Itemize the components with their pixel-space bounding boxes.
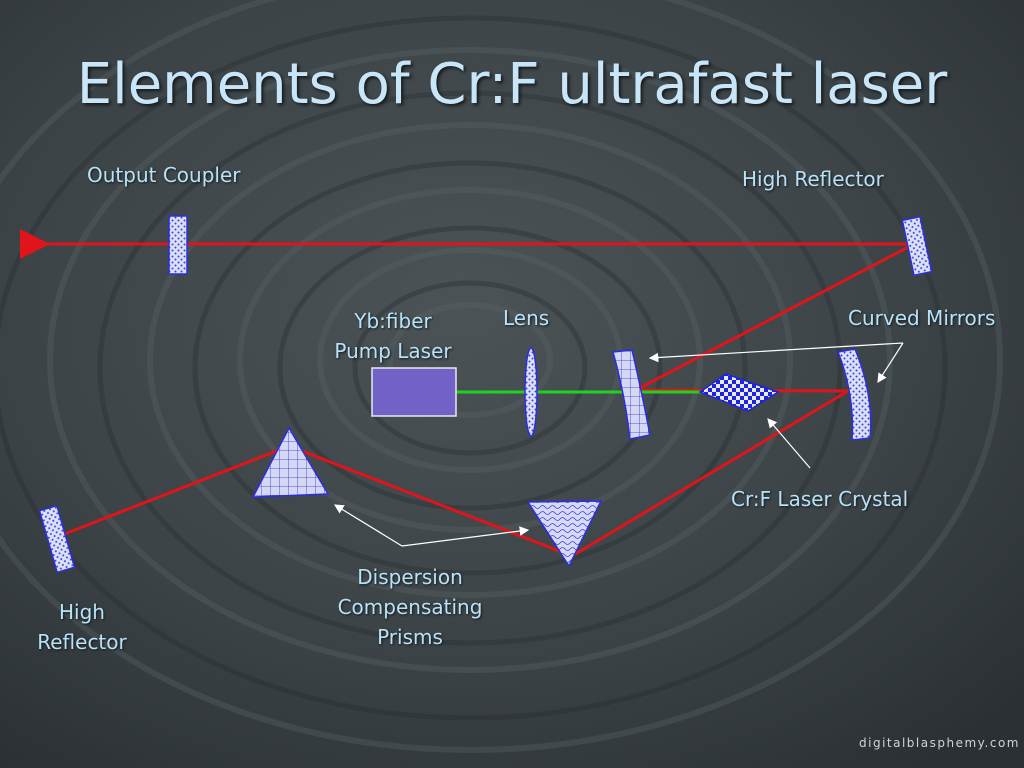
- slide-title: Elements of Cr:F ultrafast laser: [76, 52, 948, 117]
- pump-laser-label-line1: Yb:fiber: [354, 309, 432, 333]
- prisms-label-line3: Prisms: [377, 625, 443, 649]
- high-reflector-left-mirror: [38, 504, 76, 574]
- lens-label: Lens: [503, 306, 550, 330]
- high-reflector-left-label-line1: High: [59, 600, 105, 624]
- prisms-label-line1: Dispersion: [357, 565, 463, 589]
- output-coupler-mirror: [168, 215, 188, 275]
- curved-mirrors-label: Curved Mirrors: [848, 306, 996, 330]
- prism-inverted: [526, 500, 603, 568]
- prisms-label-line2: Compensating: [337, 595, 483, 619]
- curved-mirrors-pointer-right: [877, 342, 904, 384]
- high-reflector-left-label-line2: Reflector: [37, 630, 127, 654]
- curved-mirror-left: [612, 349, 651, 440]
- output-coupler-label: Output Coupler: [87, 163, 241, 187]
- focusing-lens: [524, 347, 538, 437]
- high-reflector-top-mirror: [901, 215, 933, 277]
- high-reflector-left-label: High Reflector: [22, 597, 142, 657]
- curved-mirrors-pointer-left: [648, 342, 904, 363]
- prisms-pointer-left: [333, 504, 403, 547]
- pump-laser-label: Yb:fiber Pump Laser: [322, 306, 464, 366]
- pump-laser-label-line2: Pump Laser: [334, 339, 452, 363]
- pump-laser-box: [371, 367, 457, 417]
- prism-upright: [251, 426, 330, 498]
- high-reflector-top-label: High Reflector: [742, 167, 884, 191]
- crystal-pointer: [767, 418, 811, 469]
- watermark-text: digitalblasphemy.com: [859, 736, 1020, 750]
- prisms-pointer-right: [401, 526, 530, 547]
- cavity-beam-path: [61, 242, 915, 558]
- curved-mirror-right: [836, 348, 872, 441]
- prisms-label: Dispersion Compensating Prisms: [320, 562, 500, 652]
- crystal-label: Cr:F Laser Crystal: [731, 487, 909, 511]
- cr-f-laser-crystal: [698, 373, 780, 412]
